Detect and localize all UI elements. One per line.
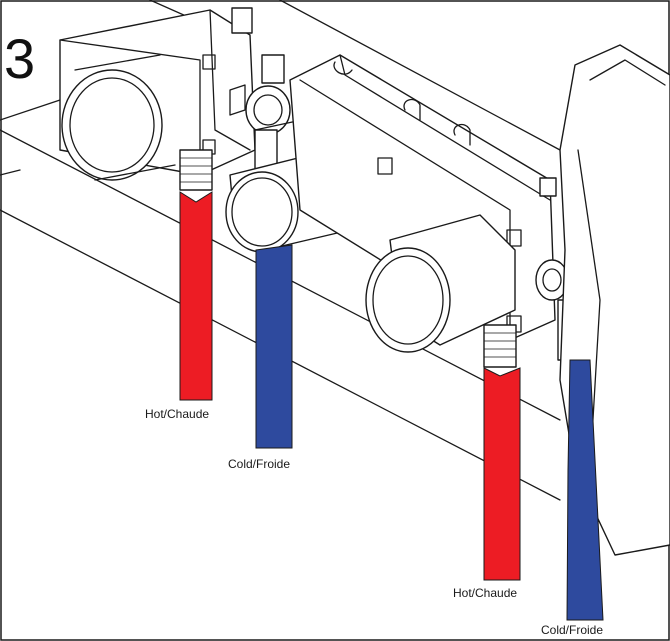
step-number: 3 bbox=[4, 27, 35, 90]
left-cold-label: Cold/Froide bbox=[228, 457, 290, 471]
right-cold-label: Cold/Froide bbox=[541, 623, 603, 637]
right-valve-body bbox=[289, 54, 556, 368]
left-hot-pipe bbox=[179, 191, 213, 401]
right-hot-pipe bbox=[483, 367, 521, 581]
left-cold-pipe bbox=[255, 244, 293, 449]
left-valve-body bbox=[59, 9, 256, 191]
pipes bbox=[179, 191, 604, 621]
left-hot-label: Hot/Chaude bbox=[145, 407, 209, 421]
right-hot-label: Hot/Chaude bbox=[453, 586, 517, 600]
right-cold-pipe bbox=[566, 359, 604, 621]
